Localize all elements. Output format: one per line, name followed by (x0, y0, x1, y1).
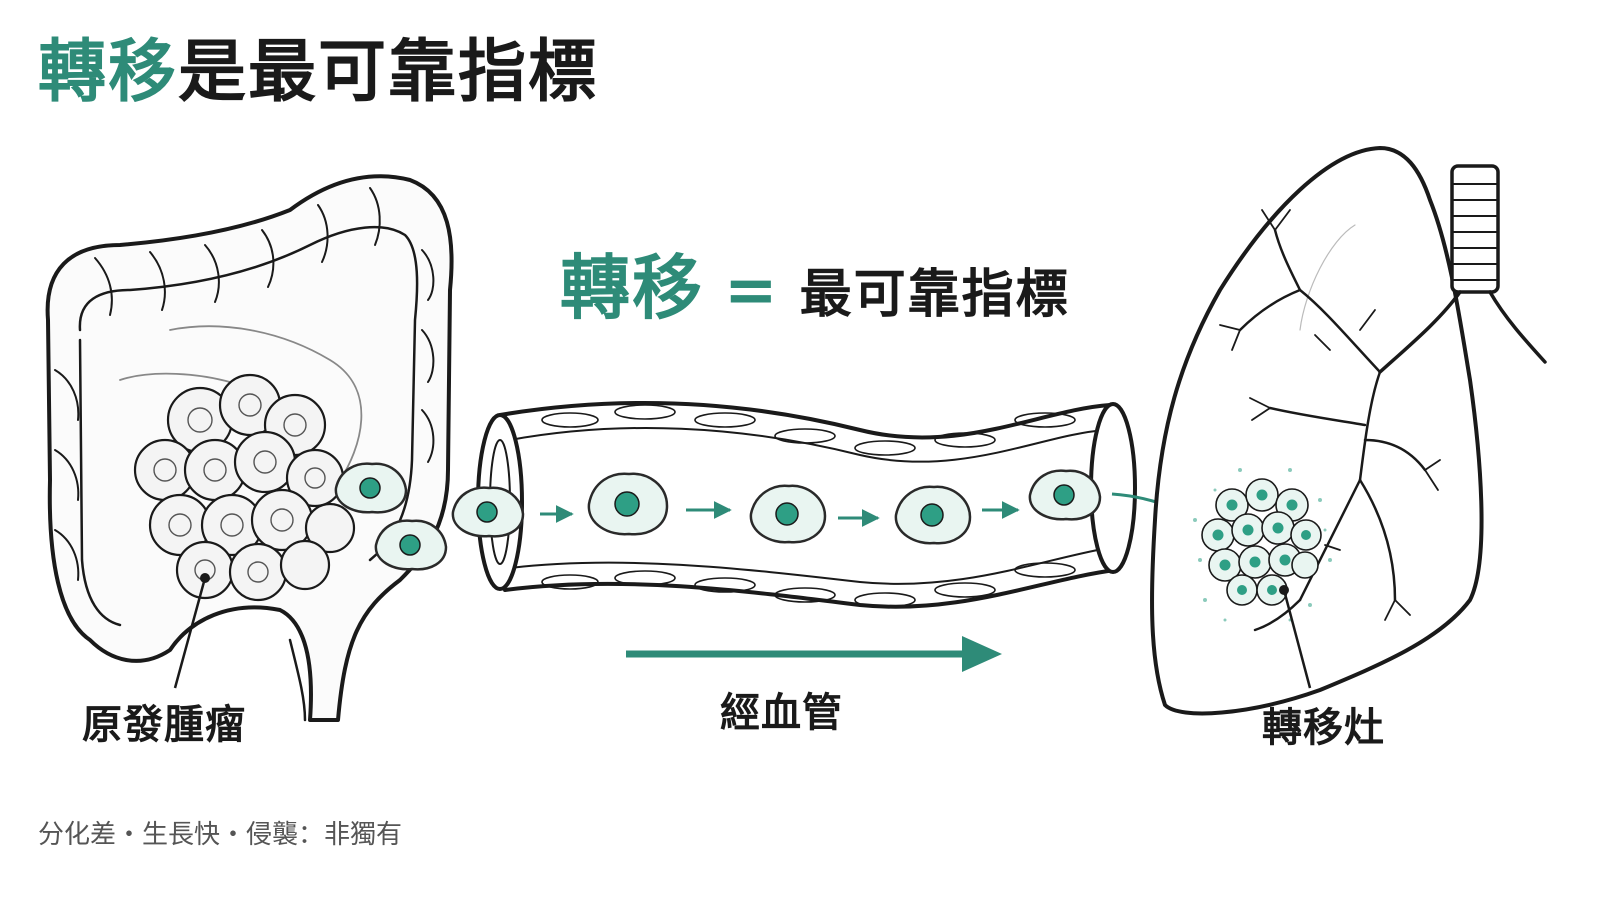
equation-heading: 轉移 = 最可靠指標 (560, 232, 1070, 333)
label-metastasis: 轉移灶 (1262, 705, 1385, 751)
metastasis-pointer (1282, 589, 1312, 689)
equation-accent: 轉移 (560, 247, 704, 329)
direction-arrow-icon (626, 636, 1002, 672)
cancer-cell-icon (587, 472, 669, 536)
footer-note: 分化差・生長快・侵襲：非獨有 (38, 820, 403, 850)
title-accent: 轉移 (38, 33, 179, 112)
primary-tumor-pointer (173, 577, 207, 689)
metastasis-cluster-icon (1193, 468, 1332, 622)
metastasis-pointer-dot (1279, 585, 1289, 595)
cancer-cell-icon (1028, 469, 1102, 521)
cancer-cell-icon (749, 484, 827, 544)
label-primary-tumor: 原發腫瘤 (82, 702, 246, 748)
lung-icon (1150, 146, 1547, 716)
cancer-cell-icon (451, 486, 525, 538)
equals-sign: = (724, 254, 780, 328)
cancer-cell-icon (334, 462, 408, 514)
escaping-cells (334, 462, 448, 571)
equation-rest: 最可靠指標 (799, 265, 1070, 325)
label-blood-vessel: 經血管 (720, 690, 843, 736)
cancer-cell-icon (374, 519, 448, 571)
circulating-cells (451, 469, 1102, 545)
primary-tumor-pointer-dot (200, 573, 210, 583)
cancer-cell-icon (894, 485, 972, 545)
title-rest: 是最可靠指標 (178, 33, 599, 112)
tumor-cluster-icon (133, 373, 356, 602)
page-title: 轉移是最可靠指標 (38, 33, 599, 112)
